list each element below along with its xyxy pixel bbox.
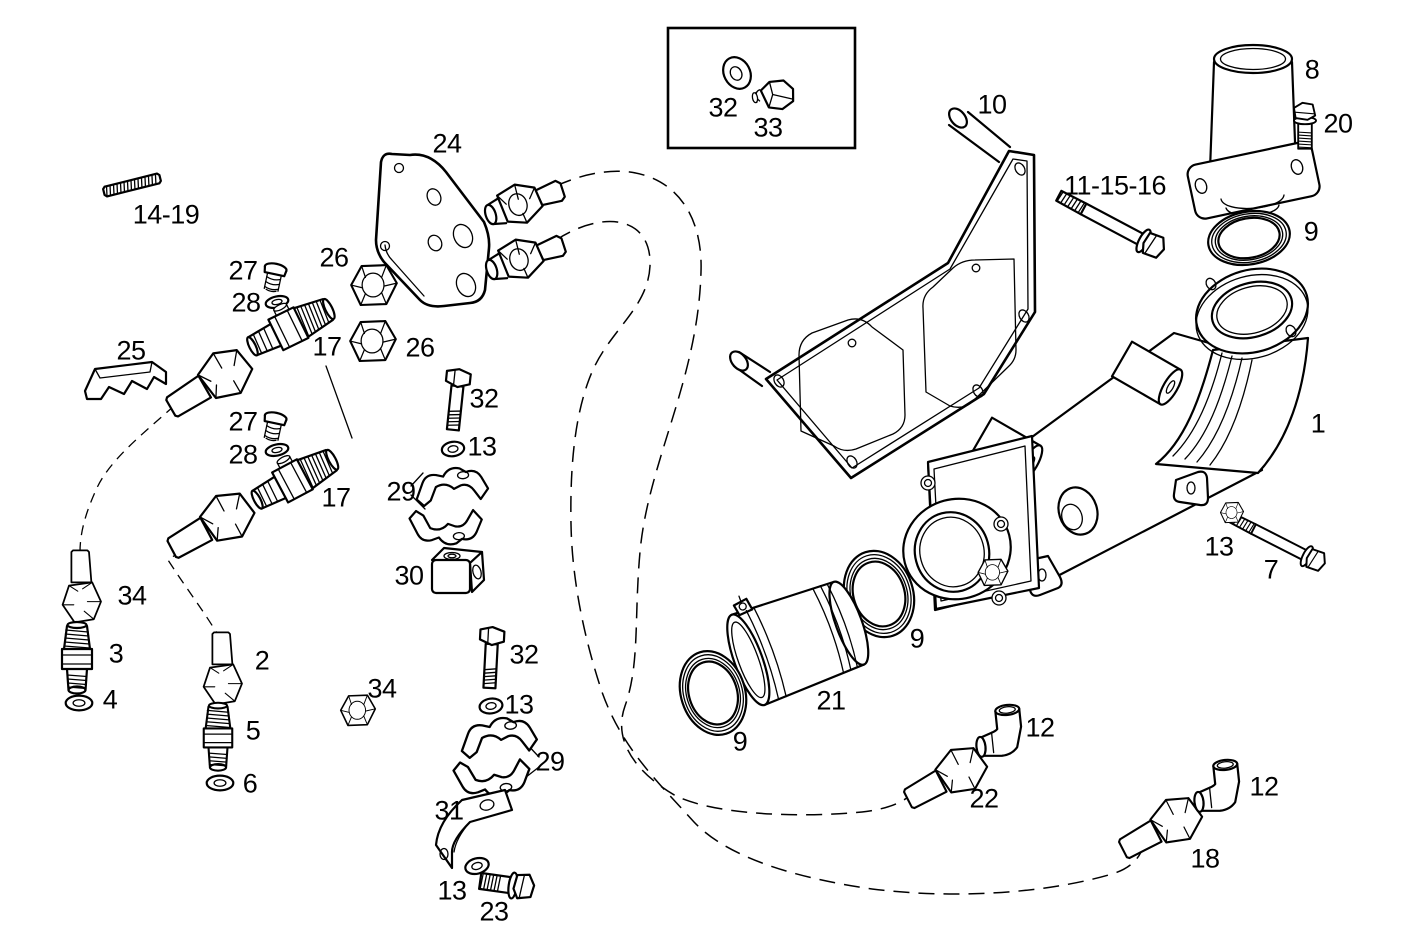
part-30-clamp-block xyxy=(430,546,486,595)
part-17-union-1 xyxy=(237,283,341,365)
part-13-nut-right xyxy=(1219,501,1245,524)
part-26-nut-upper xyxy=(350,264,398,307)
part-27-screw-1 xyxy=(258,260,289,295)
part-34-nut xyxy=(339,694,377,727)
part-31-bracket xyxy=(434,788,514,870)
part-26-nut-lower xyxy=(349,320,397,363)
pipe-flare-fitting-lower xyxy=(479,224,571,291)
part-32-bolt-lower xyxy=(476,625,506,690)
part-5-union xyxy=(202,701,234,772)
part-10-gasket xyxy=(729,107,1037,480)
part-11-15-16-bolt xyxy=(1051,183,1170,264)
part-25-clip xyxy=(83,360,168,401)
part-32-washer-inset xyxy=(722,56,752,90)
part-32-bolt-upper xyxy=(439,366,473,433)
part-14-19-stud xyxy=(101,172,163,198)
part-4-washer xyxy=(64,694,94,712)
part-12-elbow-right xyxy=(1189,757,1244,815)
pipe-flare-fitting-upper xyxy=(478,169,570,236)
part-13-washer-mid xyxy=(477,696,505,716)
part-29-clamp-lower xyxy=(451,714,539,802)
part-34-pipe-end xyxy=(61,549,102,624)
part-33-plug xyxy=(751,79,795,111)
part-3-union xyxy=(60,620,94,695)
pipe-end-2 xyxy=(158,482,263,570)
part-12-elbow-left xyxy=(971,702,1026,760)
part-21-sleeve xyxy=(726,580,870,707)
part-20-bolt xyxy=(1293,101,1317,150)
part-8-outlet-tube xyxy=(1186,43,1321,220)
part-27-screw-2 xyxy=(258,409,289,444)
part-13-washer-upper xyxy=(440,439,466,459)
part-1-heat-exchanger-body xyxy=(902,267,1310,612)
part-17-union-2 xyxy=(241,434,345,518)
part-2-pipe-end xyxy=(202,631,243,706)
part-6-washer xyxy=(205,774,235,792)
inset-box xyxy=(666,26,857,150)
pipe-end-1 xyxy=(156,339,261,429)
part-24-bracket xyxy=(374,152,491,308)
front-flange-hex-bolt xyxy=(977,558,1009,587)
part-29-clamp-upper xyxy=(407,464,491,549)
part-7-bolt xyxy=(1225,507,1331,576)
part-23-bolt xyxy=(477,866,537,903)
